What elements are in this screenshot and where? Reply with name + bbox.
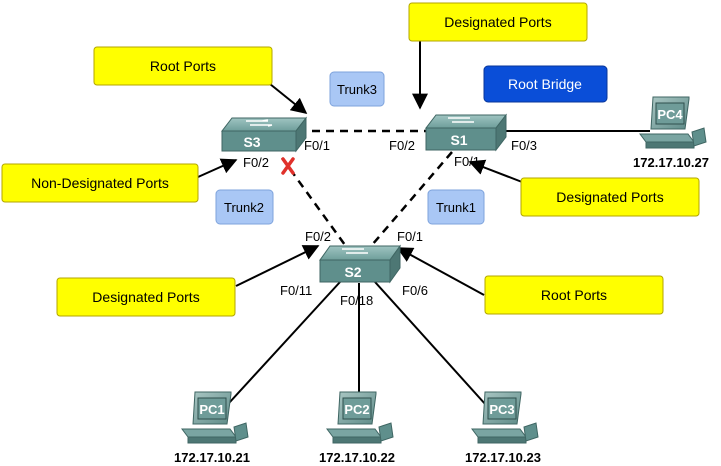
root-bridge-badge: Root Bridge (483, 65, 608, 103)
callout-root-ports-top: Root Ports (93, 46, 273, 86)
pc1: PC1 172.17.10.21 (174, 391, 250, 465)
pc2: PC2 172.17.10.22 (319, 391, 395, 465)
pc1-ip: 172.17.10.21 (174, 450, 250, 465)
port-label-s1-f0-2: F0/2 (389, 138, 415, 153)
pc2-ip: 172.17.10.22 (319, 450, 395, 465)
arrow-root-ports-top (269, 83, 308, 115)
trunk1-link (371, 151, 453, 246)
arrow-designated-ports-right (468, 159, 523, 183)
switch-s1: S1 (424, 113, 508, 152)
callout-root-ports-bottom-right: Root Ports (484, 275, 664, 315)
port-label-s2-f0-18: F0/18 (340, 293, 373, 308)
port-label-s2-f0-11: F0/11 (280, 283, 312, 298)
x-mark-icon (281, 157, 295, 175)
callout-arrows (197, 40, 523, 296)
callout-label: Root Ports (150, 58, 216, 74)
callout-designated-ports-bottom-left: Designated Ports (56, 277, 236, 317)
callout-label: Root Ports (541, 287, 607, 303)
pc1-label: PC1 (199, 402, 224, 417)
trunk1-badge: Trunk1 (427, 189, 485, 225)
arrow-designated-ports-bottom-left (235, 245, 320, 287)
trunk1-label: Trunk1 (436, 200, 476, 215)
port-label-s2-f0-6: F0/6 (402, 283, 428, 298)
callout-label: Designated Ports (556, 189, 663, 205)
s2-pc1-link (217, 281, 341, 416)
trunk2-badge: Trunk2 (215, 189, 274, 225)
port-label-s2-f0-1: F0/1 (397, 229, 423, 244)
trunk3-badge: Trunk3 (329, 71, 385, 107)
pc4: PC4 172.17.10.27 (633, 96, 709, 170)
switch-s2: S2 (319, 244, 401, 284)
callout-label: Designated Ports (92, 289, 199, 305)
arrow-non-designated-ports (197, 158, 238, 178)
switch-s3-label: S3 (243, 134, 260, 150)
s2-pc3-link (374, 281, 496, 416)
pc3: PC3 172.17.10.23 (465, 391, 541, 465)
port-labels: F0/1 F0/2 F0/2 F0/1 F0/3 F0/2 F0/1 F0/11… (243, 138, 537, 308)
port-label-s1-f0-1: F0/1 (454, 154, 480, 169)
trunk2-label: Trunk2 (224, 200, 264, 215)
callout-designated-ports-right: Designated Ports (520, 177, 700, 217)
port-label-s3-f0-1: F0/1 (304, 138, 330, 153)
pc2-label: PC2 (344, 402, 369, 417)
pc3-ip: 172.17.10.23 (465, 450, 541, 465)
switch-s1-label: S1 (450, 132, 467, 148)
trunk3-label: Trunk3 (337, 82, 377, 97)
callout-non-designated-ports: Non-Designated Ports (1, 163, 199, 203)
port-label-s1-f0-3: F0/3 (511, 138, 537, 153)
callout-designated-ports-top: Designated Ports (408, 2, 588, 42)
switch-s3: S3 (220, 116, 308, 153)
arrow-root-ports-bottom-right (396, 247, 485, 296)
pc4-label: PC4 (657, 107, 683, 122)
port-label-s2-f0-2: F0/2 (305, 229, 331, 244)
callout-label: Designated Ports (444, 14, 551, 30)
port-label-s3-f0-2: F0/2 (243, 155, 269, 170)
switch-s2-label: S2 (344, 264, 361, 280)
pc3-label: PC3 (489, 402, 514, 417)
root-bridge-label: Root Bridge (508, 76, 582, 92)
links (217, 129, 650, 416)
callout-label: Non-Designated Ports (31, 175, 169, 191)
pc4-ip: 172.17.10.27 (633, 155, 709, 170)
